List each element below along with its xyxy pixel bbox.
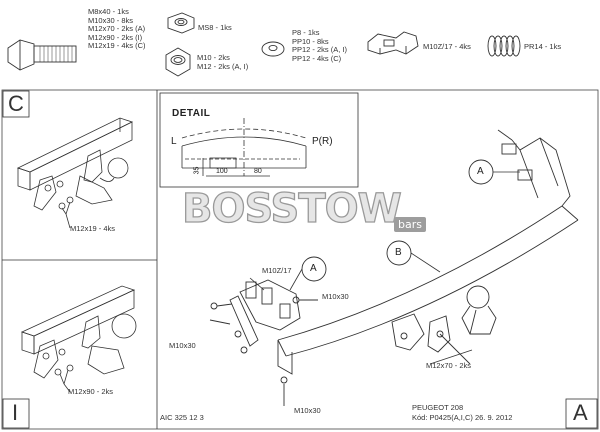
washer-item: PP12 - 4ks (C) — [292, 53, 342, 63]
main-bracket-right — [391, 313, 471, 365]
bolt-icon — [7, 39, 77, 71]
view-i-drawing — [20, 285, 137, 385]
washer-item: P8 - 1ks — [292, 28, 320, 37]
bracket-label: M10Z/17 - 4ks — [423, 42, 471, 51]
main-hook — [461, 285, 497, 335]
bolt-item: M10x30 - 8ks — [88, 15, 134, 25]
main-m10x30-left: M10x30 — [169, 341, 196, 350]
brand-watermark-sub: bars — [394, 217, 426, 232]
nut-list: M10 - 2ks M12 - 2ks (A, I) — [197, 53, 249, 71]
nut-m8-icon — [167, 12, 195, 34]
bolt-item: M12x90 - 2ks (I) — [88, 32, 143, 42]
main-m10x30-bottom: M10x30 — [294, 406, 321, 415]
nut-item: M10 - 2ks — [197, 53, 230, 62]
detail-title: DETAIL — [172, 108, 211, 119]
callout-b: B — [395, 247, 402, 258]
view-i-bolt-label: M12x90 - 2ks — [68, 387, 114, 396]
bolt-item: M12x19 - 4ks (C) — [88, 41, 146, 51]
bolt-item: M8x40 - 1ks — [88, 7, 129, 16]
washer-list: P8 - 1ks PP10 - 8ks PP12 - 2ks (A, I) PP… — [292, 28, 348, 63]
view-i-letter: I — [12, 400, 19, 425]
main-bracket-label: M10Z/17 — [262, 266, 292, 275]
brand-watermark: BOSSTOW — [181, 185, 402, 232]
detail-dim-80: 80 — [254, 168, 262, 175]
bolt-list: M8x40 - 1ks M10x30 - 8ks M12x70 - 2ks (A… — [88, 7, 146, 51]
nut-m8-label: MS8 - 1ks — [198, 23, 232, 32]
detail-right-label: P(R) — [312, 136, 333, 147]
detail-left-label: L — [171, 136, 177, 147]
vehicle-name: PEUGEOT 208 — [412, 403, 464, 412]
detail-dim-35: 35 — [193, 166, 201, 175]
spring-label: PR14 - 1ks — [524, 42, 562, 51]
drawing-border — [1, 89, 599, 430]
bracket-m10z-icon — [367, 31, 419, 55]
box-i — [2, 398, 30, 429]
callout-a-top: A — [477, 166, 484, 177]
bolt-item: M12x70 - 2ks (A) — [88, 24, 146, 34]
view-a-letter: A — [573, 400, 588, 425]
main-m12x70-label: M12x70 - 2ks — [426, 361, 472, 370]
washer-item: PP10 - 8ks — [292, 36, 329, 46]
view-c-drawing — [16, 117, 134, 215]
box-a — [565, 398, 598, 429]
box-c — [2, 90, 30, 118]
callout-a-mid: A — [310, 263, 317, 274]
drawing-code: AIC 325 12 3 — [160, 413, 204, 422]
main-bracket-left — [209, 279, 318, 406]
view-c-bolt-label: M12x19 - 4ks — [70, 224, 116, 233]
washer-item: PP12 - 2ks (A, I) — [292, 45, 348, 55]
nut-item: M12 - 2ks (A, I) — [197, 61, 249, 71]
main-crossbar — [277, 129, 579, 375]
main-m10x30-right: M10x30 — [322, 292, 349, 301]
washer-icon — [261, 41, 285, 57]
spring-icon — [487, 35, 521, 57]
nut-m10-icon — [165, 47, 191, 77]
view-c-letter: C — [8, 91, 24, 116]
detail-dim-100: 100 — [216, 168, 228, 175]
detail-drawing — [181, 118, 307, 177]
detail-box — [159, 92, 359, 188]
vehicle-code: Kód: P0425(A,I,C) 26. 9. 2012 — [412, 413, 513, 422]
